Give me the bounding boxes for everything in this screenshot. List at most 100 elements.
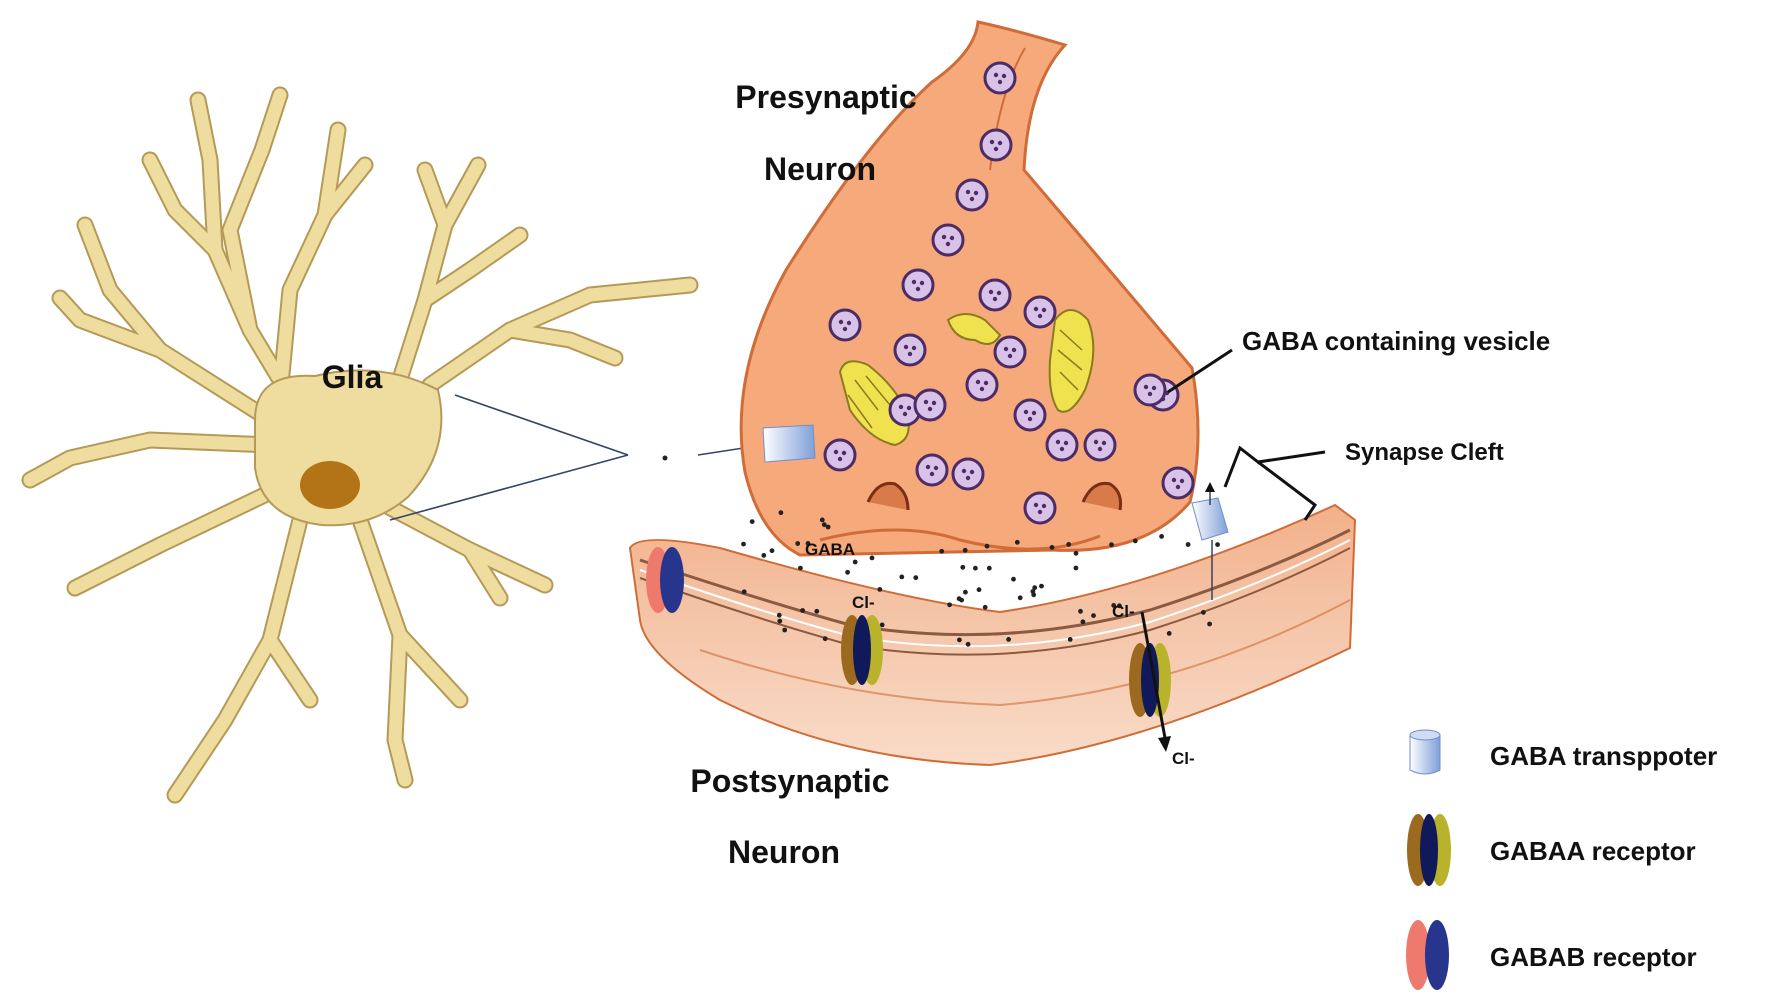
vesicle-content: [970, 197, 974, 201]
gaba-molecule: [1074, 551, 1079, 556]
vesicle-content: [930, 472, 934, 476]
vesicle-content: [1176, 485, 1180, 489]
vesicle-content: [928, 407, 932, 411]
vesicle-content: [907, 406, 911, 410]
vesicle-content: [1028, 417, 1032, 421]
gaba-molecule: [1015, 540, 1020, 545]
gaba-molecule: [1074, 566, 1079, 571]
vesicle-content: [989, 290, 993, 294]
gaba-molecule: [777, 613, 782, 618]
glia-cell: [30, 95, 690, 795]
vesicle-content: [970, 470, 974, 474]
gaba-molecule: [770, 548, 775, 553]
gaba-molecule: [957, 596, 962, 601]
vesicle-content: [994, 73, 998, 77]
gabab-receptor-postsynaptic: [646, 547, 684, 613]
gaba-molecule: [1068, 637, 1073, 642]
vesicle-content: [1180, 479, 1184, 483]
gaba-molecule: [973, 566, 978, 571]
vesicle-content: [1152, 386, 1156, 390]
gaba-molecule: [1133, 539, 1138, 544]
gaba-molecule: [963, 548, 968, 553]
vesicle-content: [912, 346, 916, 350]
vesicle-content: [926, 465, 930, 469]
vesicle: [985, 63, 1015, 93]
gaba-molecule: [966, 642, 971, 647]
vesicle: [830, 310, 860, 340]
gaba-molecule: [823, 636, 828, 641]
gaba-molecule: [1031, 592, 1036, 597]
vesicle-content: [1038, 510, 1042, 514]
gabaa-receptor-left: [841, 615, 883, 685]
vesicle-content: [1094, 440, 1098, 444]
vesicle: [967, 370, 997, 400]
vesicle: [1025, 297, 1055, 327]
vesicle-content: [1012, 348, 1016, 352]
presynaptic-gaba-transporter: [763, 425, 815, 462]
glia-label: Glia: [322, 359, 383, 395]
gaba-molecule: [1091, 613, 1096, 618]
vesicle: [1135, 375, 1165, 405]
vesicle-content: [974, 191, 978, 195]
gaba-molecule: [880, 623, 885, 628]
vesicle-content: [1098, 447, 1102, 451]
vesicle-content: [946, 242, 950, 246]
legend-label-gabaa: GABAA receptor: [1490, 836, 1696, 866]
vesicle-content: [934, 466, 938, 470]
gaba-molecule: [1006, 637, 1011, 642]
vesicle-content: [1102, 441, 1106, 445]
vesicle-content: [1024, 410, 1028, 414]
gaba-vesicle-label: GABA containing vesicle: [1242, 326, 1550, 356]
vesicle: [1025, 493, 1055, 523]
synapse-cleft-label: Synapse Cleft: [1345, 439, 1504, 466]
vesicle-content: [994, 147, 998, 151]
gaba-molecule: [977, 587, 982, 592]
vesicle-content: [842, 451, 846, 455]
vesicle-content: [904, 345, 908, 349]
legend-item-gabab: GABAB receptor: [1406, 920, 1697, 990]
gaba-molecule: [899, 575, 904, 580]
vesicle: [895, 335, 925, 365]
vesicle-content: [912, 280, 916, 284]
gaba-molecule: [1167, 631, 1172, 636]
gaba-molecule: [913, 575, 918, 580]
chloride-label-right-top: Cl-: [1112, 602, 1135, 621]
gaba-molecule: [960, 565, 965, 570]
vesicle-content: [932, 401, 936, 405]
glia-nucleus: [300, 461, 360, 509]
vesicle: [825, 440, 855, 470]
gaba-transporter-icon: [1410, 730, 1440, 774]
vesicle-content: [1042, 504, 1046, 508]
gaba-label: GABA: [805, 540, 855, 559]
vesicle-content: [1004, 347, 1008, 351]
vesicle-content: [1008, 354, 1012, 358]
vesicle-content: [847, 321, 851, 325]
gaba-molecule: [741, 542, 746, 547]
vesicle: [1163, 468, 1193, 498]
gaba-molecule: [983, 605, 988, 610]
vesicle-content: [903, 412, 907, 416]
vesicle: [903, 270, 933, 300]
vesicle-content: [997, 291, 1001, 295]
chloride-label-right-bottom: Cl-: [1172, 749, 1195, 768]
vesicle: [953, 459, 983, 489]
vesicle-content: [838, 457, 842, 461]
gaba-molecule: [939, 549, 944, 554]
vesicle-content: [950, 236, 954, 240]
vesicle: [981, 130, 1011, 160]
gaba-molecule: [1207, 622, 1212, 627]
gabab-receptor-icon: [1406, 920, 1449, 990]
vesicle: [1047, 430, 1077, 460]
legend-item-transporter: GABA transppoter: [1410, 730, 1717, 774]
vesicle-content: [998, 80, 1002, 84]
vesicle: [980, 280, 1010, 310]
vesicle-content: [966, 190, 970, 194]
gaba-molecule: [820, 518, 825, 523]
vesicle-content: [1032, 411, 1036, 415]
vesicle-content: [924, 400, 928, 404]
vesicle-content: [920, 281, 924, 285]
gaba-molecule: [822, 522, 827, 527]
gaba-molecule: [1109, 542, 1114, 547]
vesicle-content: [916, 287, 920, 291]
